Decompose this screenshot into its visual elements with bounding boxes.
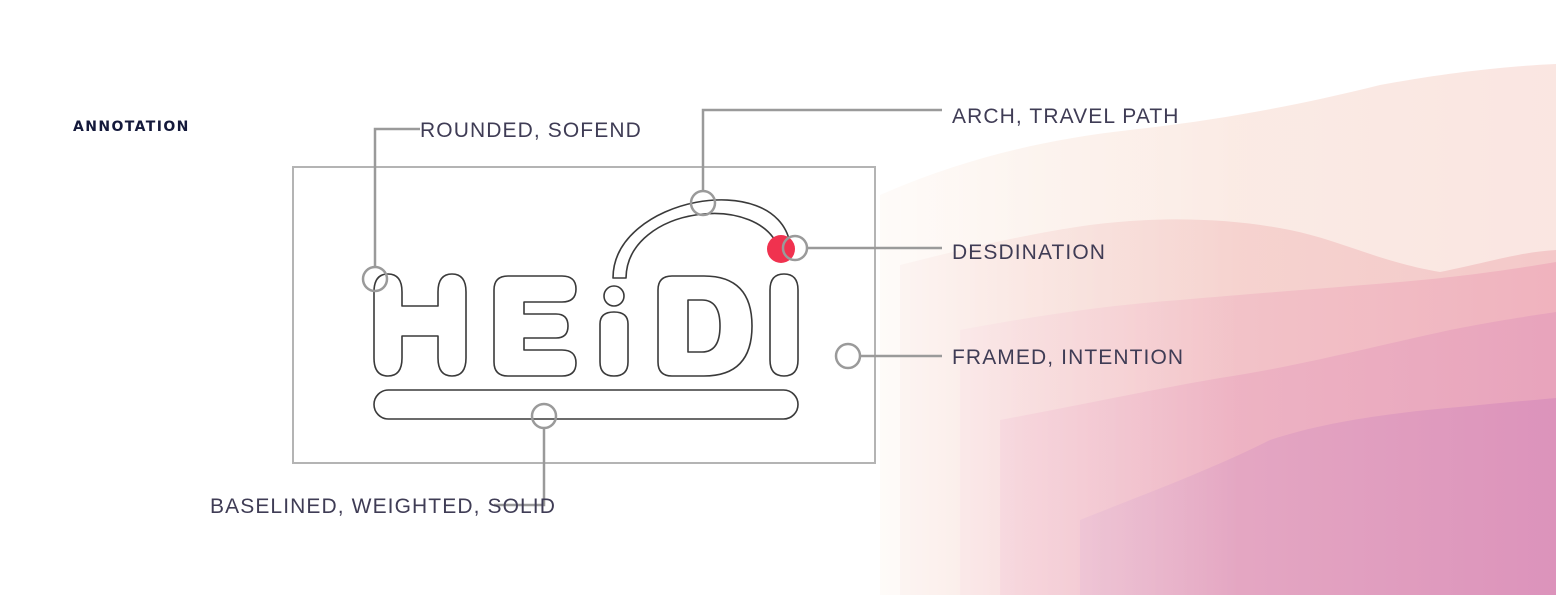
ring-destination <box>781 234 809 262</box>
ring-arch <box>689 189 717 217</box>
label-destination: DESDINATION <box>952 241 1106 264</box>
leader-rounded <box>373 127 420 266</box>
logo-frame <box>292 166 876 464</box>
destination-dot <box>767 235 795 263</box>
leader-baseline <box>494 428 546 507</box>
letter-i-dot <box>603 285 625 307</box>
label-arch: ARCH, TRAVEL PATH <box>952 105 1180 128</box>
leader-arch <box>701 108 942 191</box>
label-framed: FRAMED, INTENTION <box>952 346 1184 369</box>
ring-rounded <box>361 265 389 293</box>
logo-letters <box>373 273 799 377</box>
letter-h <box>373 273 467 377</box>
label-baseline: BASELINED, WEIGHTED, SOLID <box>210 495 556 518</box>
background-fade <box>650 0 1556 595</box>
arch-travel-path <box>612 199 791 279</box>
letter-d <box>657 275 753 377</box>
label-rounded: ROUNDED, SOFEND <box>420 119 642 142</box>
letter-e <box>493 275 577 377</box>
baseline-bar <box>373 389 799 420</box>
ring-baseline <box>530 402 558 430</box>
callout-rings <box>361 189 862 430</box>
section-label: ANNOTATION <box>73 119 190 135</box>
letter-i-stem <box>599 311 629 377</box>
ring-framed <box>834 342 862 370</box>
letter-last-i <box>769 273 799 377</box>
leader-lines <box>373 108 942 507</box>
